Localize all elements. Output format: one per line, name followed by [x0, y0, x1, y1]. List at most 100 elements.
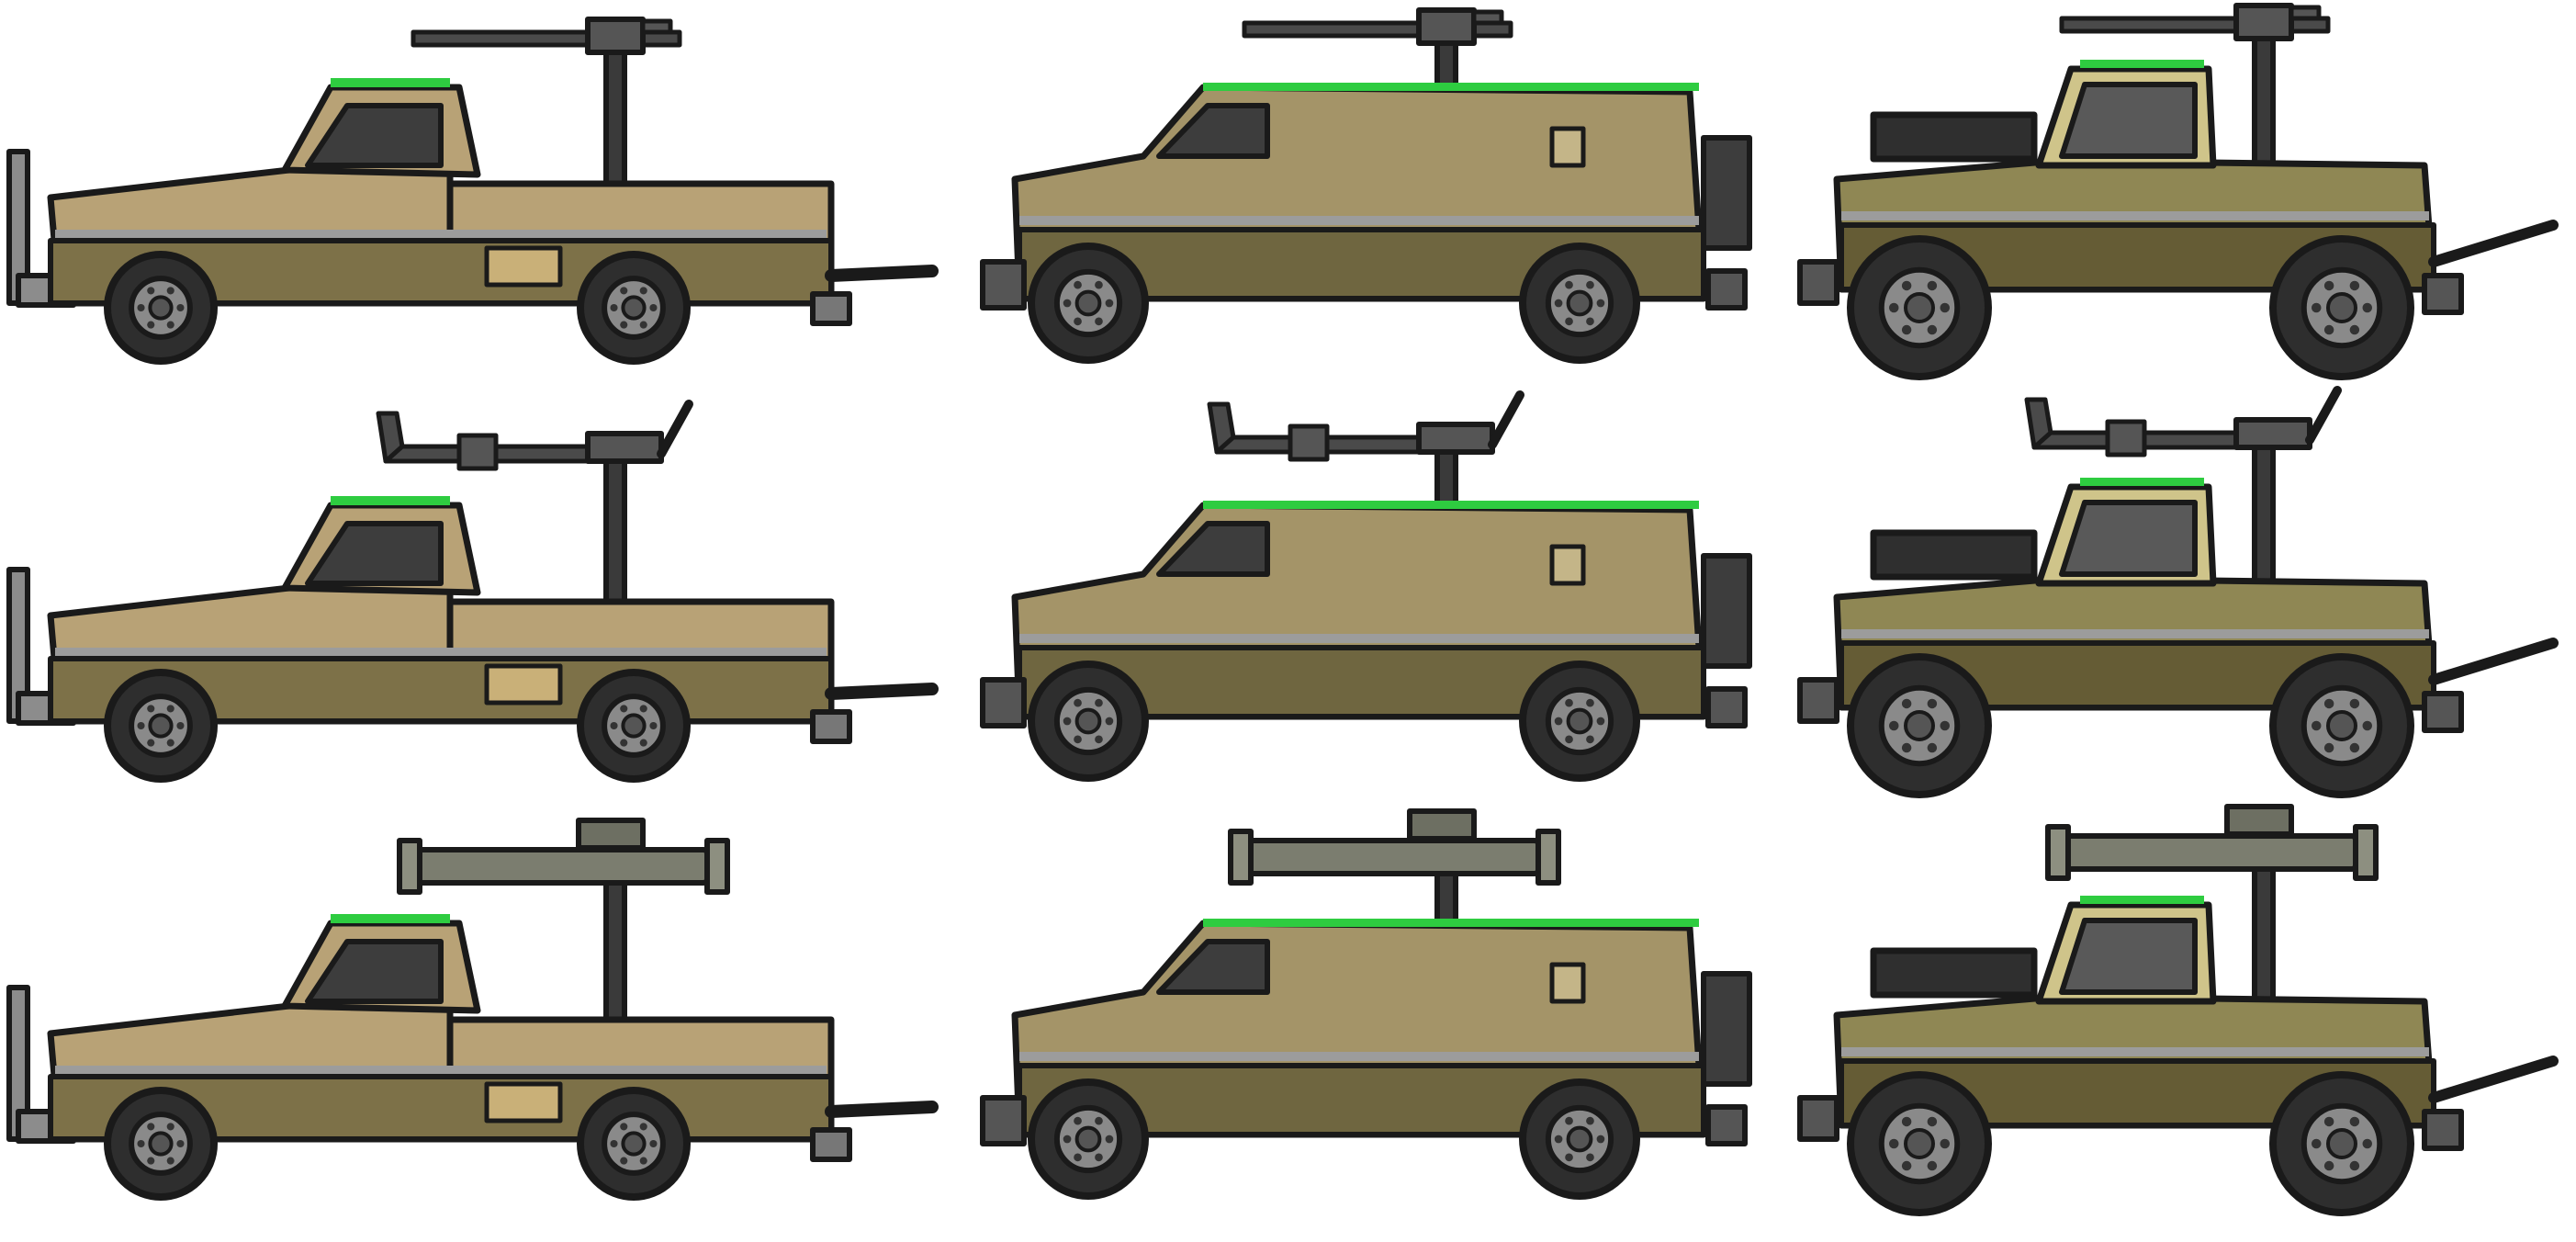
body-stripe: [55, 1066, 827, 1075]
spare-tire: [1701, 971, 1752, 1087]
window: [2059, 82, 2198, 159]
rear-bumper: [1797, 259, 1839, 306]
rocket-launcher-weapon: [397, 818, 730, 1027]
gun-muzzle: [2305, 386, 2342, 445]
launcher-sight: [1407, 808, 1477, 841]
pickup-rocket-launcher-vehicle: [6, 818, 939, 1201]
offroad-rocket-launcher-vehicle: [1797, 804, 2559, 1216]
assault-rifle-weapon: [2024, 386, 2342, 586]
body-stripe: [1841, 1047, 2429, 1056]
cargo-box: [1870, 947, 2038, 999]
rocket-launcher-weapon: [2045, 804, 2379, 1004]
launcher-front: [2353, 824, 2379, 881]
window: [1156, 103, 1270, 159]
heavy-machine-gun-weapon: [1242, 7, 1513, 99]
front-bumper: [810, 291, 852, 326]
wheel: [1028, 1078, 1149, 1200]
roof-light: [331, 496, 450, 505]
side-window: [1549, 544, 1586, 586]
launcher-sight: [2224, 804, 2294, 837]
front-bumper: [810, 1127, 852, 1162]
rear-bumper: [980, 677, 1027, 728]
window: [305, 521, 444, 586]
launcher-front: [704, 838, 730, 895]
wheel: [1028, 661, 1149, 782]
van-heavy-machine-gun-vehicle: [980, 7, 1752, 364]
launcher-rear: [1228, 829, 1254, 886]
gun-receiver: [1416, 7, 1477, 46]
wheel: [1847, 653, 1992, 798]
gun-stock: [2024, 397, 2053, 450]
front-bumper: [2422, 691, 2464, 733]
launcher-tube: [1232, 838, 1541, 876]
window: [1156, 939, 1270, 995]
window: [305, 939, 444, 1004]
cargo-box: [1870, 111, 2038, 163]
pickup-assault-rifle-vehicle: [6, 400, 939, 783]
gun-receiver: [585, 431, 664, 464]
roof-light: [1203, 919, 1699, 927]
body-stripe: [55, 648, 827, 657]
wheel: [2269, 235, 2414, 380]
cargo-box: [1870, 529, 2038, 581]
body-stripe: [1841, 629, 2429, 638]
body-stripe: [1019, 1052, 1699, 1061]
window: [2059, 918, 2198, 995]
license-plate: [484, 1081, 563, 1123]
gun-grip: [1288, 423, 1330, 462]
tow-bar: [825, 265, 939, 282]
rear-bumper: [980, 1095, 1027, 1146]
wheel: [1519, 243, 1640, 364]
rear-bumper: [980, 259, 1027, 310]
tow-bar: [2428, 638, 2559, 685]
gun-muzzle: [1488, 390, 1524, 449]
roof-light: [331, 914, 450, 923]
van-assault-rifle-vehicle: [980, 390, 1752, 782]
gun-muzzle: [657, 400, 693, 458]
roof-light: [1203, 501, 1699, 509]
roof-light: [2080, 60, 2204, 68]
launcher-sight: [576, 818, 646, 851]
wheel: [1847, 1071, 1992, 1216]
spare-tire: [1701, 135, 1752, 251]
gun-stock: [1207, 401, 1236, 455]
front-bumper: [2422, 273, 2464, 315]
gun-handle: [2289, 5, 2322, 21]
gun-grip: [2105, 419, 2147, 457]
side-window: [1549, 126, 1586, 168]
body-stripe: [1019, 634, 1699, 643]
wheel: [104, 669, 218, 783]
gun-receiver: [2233, 3, 2294, 41]
wheel: [2269, 1071, 2414, 1216]
heavy-machine-gun-weapon: [411, 17, 682, 191]
license-plate: [484, 245, 563, 288]
tow-bar: [2428, 220, 2559, 267]
offroad-assault-rifle-vehicle: [1797, 386, 2559, 798]
front-bumper: [2422, 1109, 2464, 1151]
gun-stock: [376, 411, 405, 464]
launcher-tube: [2050, 833, 2358, 872]
gun-receiver: [1416, 422, 1495, 455]
launcher-rear: [397, 838, 422, 895]
roof-light: [1203, 83, 1699, 91]
rear-bumper: [1797, 677, 1839, 724]
gun-receiver: [585, 17, 646, 55]
wheel: [104, 251, 218, 365]
wheel: [2269, 653, 2414, 798]
wheel: [577, 1087, 691, 1201]
tow-bar: [825, 683, 939, 700]
wheel: [104, 1087, 218, 1201]
body-stripe: [1841, 211, 2429, 220]
heavy-machine-gun-weapon: [2059, 3, 2331, 168]
front-bumper: [810, 709, 852, 744]
gun-handle: [640, 18, 673, 35]
rocket-launcher-weapon: [1228, 808, 1561, 935]
tow-bar: [2428, 1056, 2559, 1103]
body-stripe: [1019, 216, 1699, 225]
gun-receiver: [2233, 417, 2312, 450]
van-rocket-launcher-vehicle: [980, 808, 1752, 1200]
license-plate: [484, 663, 563, 706]
wheel: [577, 669, 691, 783]
launcher-rear: [2045, 824, 2071, 881]
